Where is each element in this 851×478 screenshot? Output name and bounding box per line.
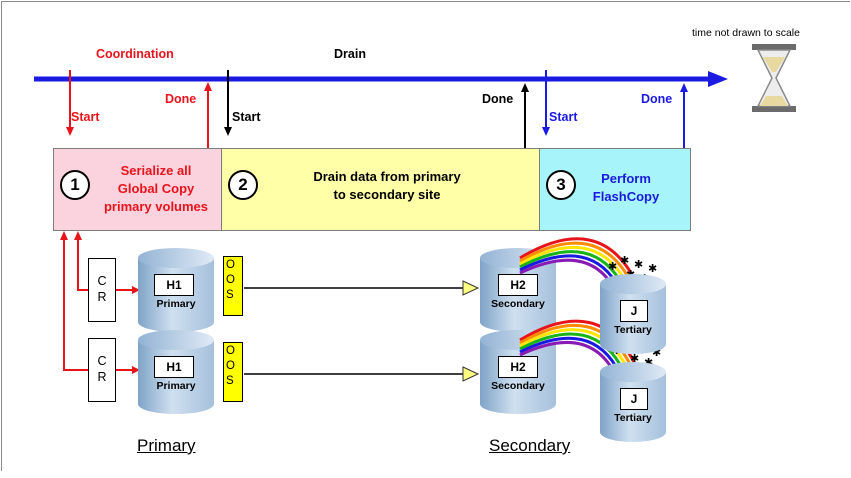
j-volume-1: J Tertiary [600,274,666,354]
phase-3-text: Perform FlashCopy [592,171,660,204]
phase-2-number: 2 [228,170,258,200]
phase-1-text: Serialize all Global Copy primary volume… [103,163,209,214]
h1-volume-1: H1 Primary [138,248,214,332]
cr-box-2: C R [88,338,116,402]
oos-box-1: O O S [223,256,243,316]
h2-volume-2: H2 Secondary [480,330,556,414]
svg-text:✱: ✱ [648,262,657,275]
h1-label-1: H1 [154,274,194,296]
j-tertiary-label-1: Tertiary [614,324,652,336]
j-label-1: J [620,300,648,322]
h2-secondary-label-1: Secondary [491,298,545,310]
h2-label-1: H2 [498,274,538,296]
svg-text:✱: ✱ [630,352,639,365]
h2-secondary-label-2: Secondary [491,380,545,392]
coordination-label: Coordination [96,47,174,61]
secondary-site-label: Secondary [489,436,571,455]
h1-label-2: H1 [154,356,194,378]
phase-2-text: Drain data from primary to secondary sit… [313,169,461,202]
svg-text:✱: ✱ [652,346,661,359]
phase-1-number: 1 [60,170,90,200]
h1-primary-label-2: Primary [156,380,196,392]
scale-note: time not drawn to scale [692,27,800,39]
j-label-2: J [620,388,648,410]
flashcopy-done-label: Done [641,92,673,106]
h1-volume-2: H1 Primary [138,330,214,414]
phase-3-number: 3 [546,170,576,200]
j-tertiary-label-2: Tertiary [614,412,652,424]
svg-text:✱: ✱ [634,258,643,271]
flashcopy-start-label: Start [549,110,578,124]
h1-primary-label-1: Primary [156,298,196,310]
coordination-done-label: Done [165,92,197,106]
h2-label-2: H2 [498,356,538,378]
cr-box-1: C R [88,258,116,322]
primary-site-label: Primary [137,436,196,455]
phase-2-box [221,148,540,231]
svg-text:✱: ✱ [620,254,629,267]
coordination-start-label: Start [71,110,100,124]
drain-start-label: Start [232,110,261,124]
drain-label: Drain [334,47,366,61]
timeline-arrowhead [708,71,728,87]
drain-done-label: Done [482,92,514,106]
svg-text:✱: ✱ [608,260,617,273]
j-volume-2: J Tertiary [600,362,666,442]
oos-box-2: O O S [223,342,243,402]
